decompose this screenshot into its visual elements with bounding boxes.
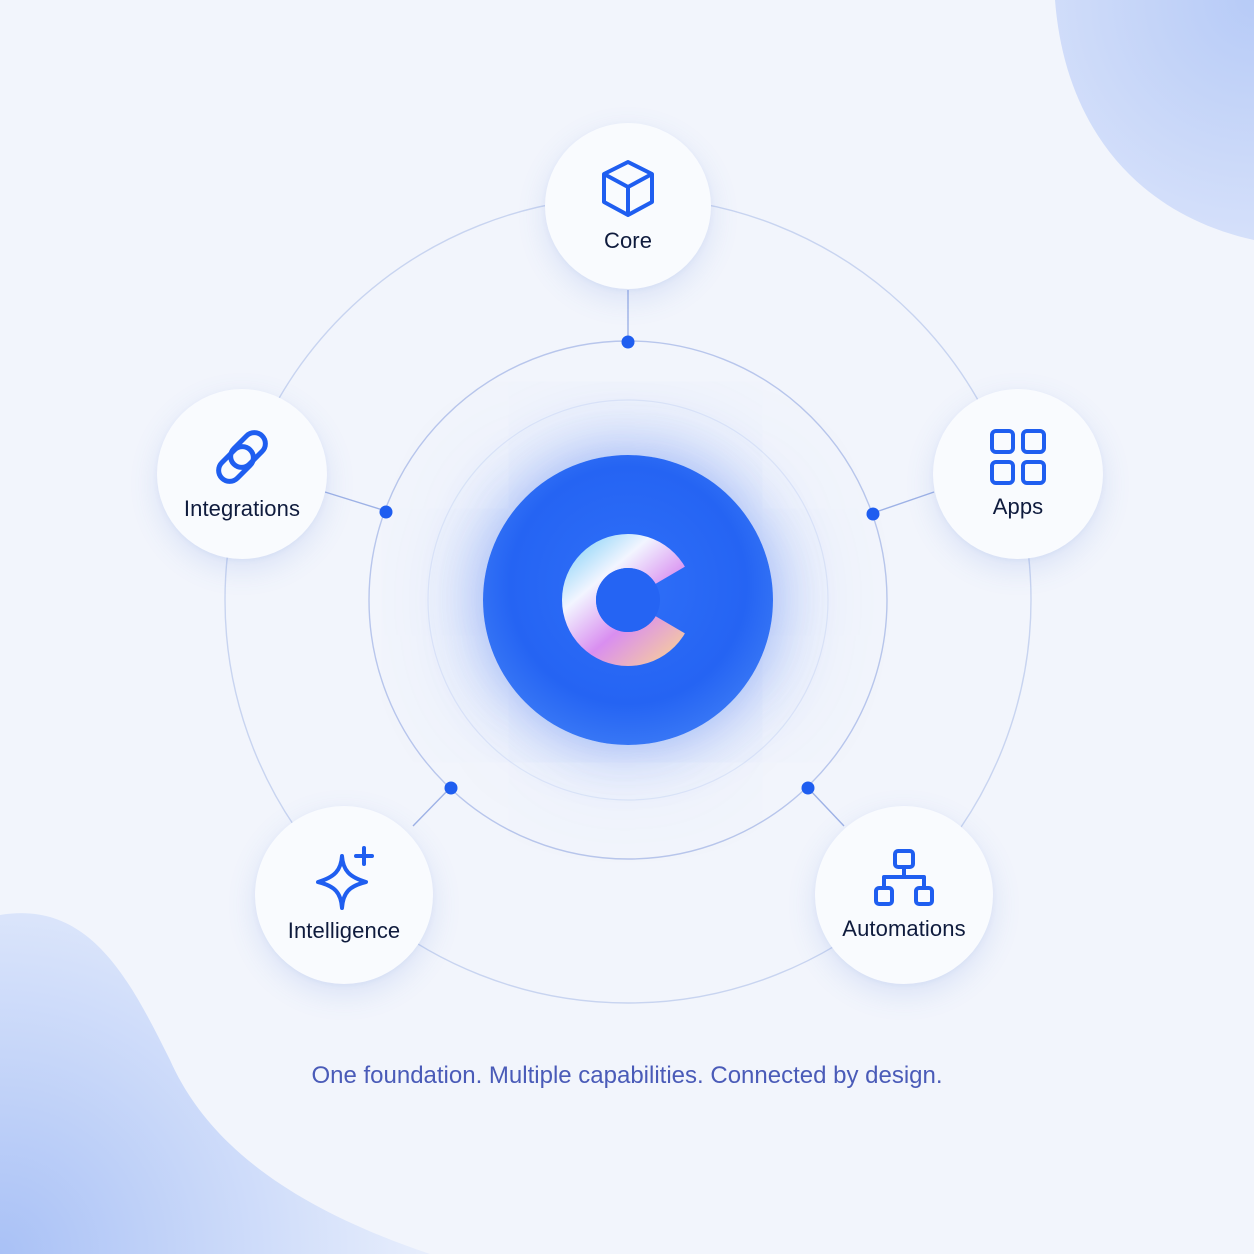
connector-dot-automations xyxy=(801,781,815,795)
hierarchy-icon xyxy=(874,849,934,906)
connector-dot-integrations xyxy=(379,505,393,519)
node-intelligence[interactable]: Intelligence xyxy=(255,806,433,984)
tagline: One foundation. Multiple capabilities. C… xyxy=(311,1062,943,1089)
connector-automations xyxy=(807,787,845,827)
connector-apps xyxy=(872,491,935,514)
grid-icon xyxy=(990,429,1046,485)
node-core[interactable]: Core xyxy=(545,123,711,289)
cube-icon xyxy=(602,160,654,217)
node-apps-label: Apps xyxy=(992,494,1044,519)
sparkle-icon xyxy=(316,846,374,910)
connector-dot-intelligence xyxy=(444,781,458,795)
connector-intelligence xyxy=(412,787,451,827)
center-logo-orb xyxy=(483,455,773,745)
node-core-label: Core xyxy=(603,228,653,253)
connector-dot-core xyxy=(621,335,635,349)
connector-integrations xyxy=(324,491,387,512)
node-automations-label: Automations xyxy=(842,916,966,941)
node-automations[interactable]: Automations xyxy=(815,806,993,984)
inner-glow-ring xyxy=(427,399,829,801)
link-icon xyxy=(216,430,268,484)
node-intelligence-label: Intelligence xyxy=(287,918,401,943)
c-logo-icon xyxy=(562,534,694,666)
node-integrations[interactable]: Integrations xyxy=(157,389,327,559)
node-apps[interactable]: Apps xyxy=(933,389,1103,559)
connector-dot-apps xyxy=(866,507,880,521)
node-integrations-label: Integrations xyxy=(183,496,301,521)
